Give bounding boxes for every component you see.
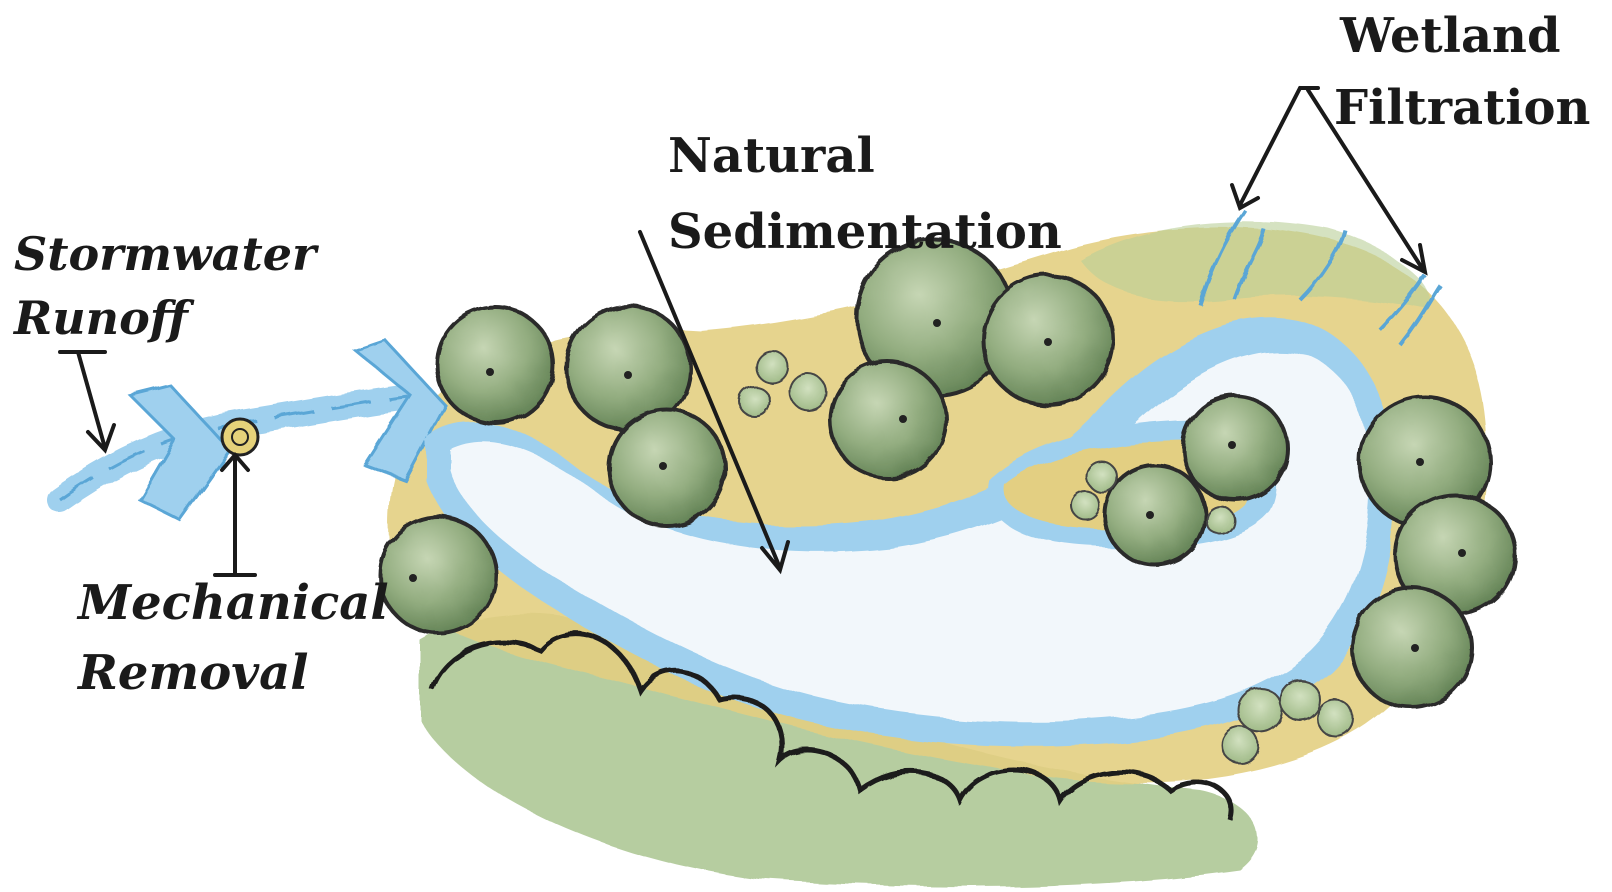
natural-sedimentation-line1: Natural (668, 118, 1062, 194)
mechanical-removal-line2: Removal (78, 638, 389, 708)
wetland-filtration-line1: Wetland (1334, 0, 1590, 72)
tree (1183, 396, 1287, 500)
mechanical-pointer-arrow (215, 455, 255, 575)
stormwater-runoff-line2: Runoff (14, 286, 316, 350)
tree (380, 517, 496, 633)
natural-sedimentation-label: Natural Sedimentation (668, 118, 1062, 270)
natural-sedimentation-line2: Sedimentation (668, 194, 1062, 270)
mechanical-removal-line1: Mechanical (78, 568, 389, 638)
stormwater-runoff-label: Stormwater Runoff (14, 222, 316, 350)
tree (830, 362, 946, 478)
filter-device (222, 419, 258, 455)
stormwater-runoff-line1: Stormwater (14, 222, 316, 286)
wetland-filtration-line2: Filtration (1334, 72, 1590, 144)
tree (1105, 465, 1205, 565)
tree (437, 307, 553, 423)
mechanical-removal-label: Mechanical Removal (78, 568, 389, 708)
runoff-pointer-arrow (60, 352, 114, 450)
wetland-filtration-label: Wetland Filtration (1334, 0, 1590, 144)
tree (609, 410, 725, 526)
